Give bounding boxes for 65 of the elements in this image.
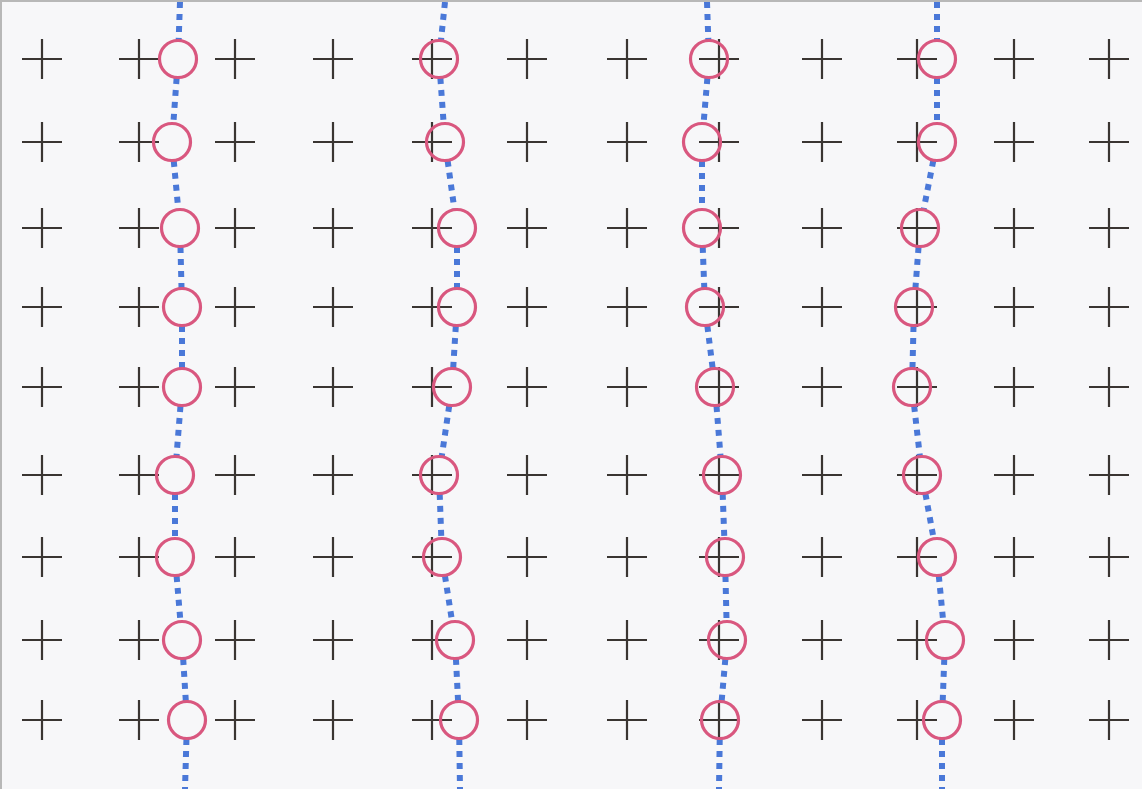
dotted-line [175, 2, 183, 41]
circle-marker [421, 536, 463, 578]
dotted-line [934, 78, 940, 123]
circle-marker [434, 619, 476, 661]
circle-marker [684, 286, 726, 328]
dotted-line [939, 739, 945, 789]
circle-marker [424, 121, 466, 163]
circle-marker [436, 207, 478, 249]
circle-marker [161, 366, 203, 408]
dotted-line [456, 738, 463, 789]
circle-marker [893, 286, 935, 328]
circle-marker [151, 121, 193, 163]
dotted-line [713, 405, 724, 457]
circle-marker [924, 619, 966, 661]
dotted-line [173, 405, 184, 457]
dotted-line [436, 493, 445, 539]
circle-marker [704, 536, 746, 578]
circle-marker [706, 619, 748, 661]
dotted-line [438, 405, 453, 457]
dotted-line [180, 658, 189, 702]
circle-marker [916, 536, 958, 578]
dotted-line [909, 325, 917, 369]
circle-marker [921, 699, 963, 741]
circle-marker [891, 366, 933, 408]
circle-marker [154, 454, 196, 496]
dotted-line [719, 493, 728, 539]
circle-marker [161, 286, 203, 328]
circle-marker [916, 38, 958, 80]
circle-marker [681, 207, 723, 249]
dotted-line [911, 405, 923, 457]
dotted-line [454, 247, 460, 288]
dotted-line [182, 738, 190, 789]
circle-marker [157, 38, 199, 80]
circle-marker [161, 619, 203, 661]
circle-marker [418, 454, 460, 496]
circle-marker [681, 121, 723, 163]
dotted-line [716, 738, 723, 789]
circle-marker [159, 207, 201, 249]
circle-marker [899, 207, 941, 249]
dotted-line [450, 325, 459, 369]
dotted-line [179, 326, 185, 368]
dotted-line [699, 246, 708, 289]
dotted-line [704, 2, 712, 41]
circle-marker [699, 699, 741, 741]
circle-marker [438, 699, 480, 741]
circle-marker [436, 286, 478, 328]
dotted-line [939, 658, 948, 702]
circle-marker [431, 366, 473, 408]
dotted-line [177, 246, 185, 289]
dotted-line [704, 325, 716, 369]
circle-marker [916, 121, 958, 163]
circle-marker [418, 38, 460, 80]
circle-marker [901, 454, 943, 496]
circle-marker [701, 454, 743, 496]
dotted-line [912, 246, 922, 289]
dotted-line [920, 160, 937, 210]
dotted-line [438, 2, 448, 41]
circle-marker [688, 38, 730, 80]
circle-marker [694, 366, 736, 408]
dotted-line [172, 494, 178, 538]
dotted-line [452, 658, 462, 702]
dotted-line [934, 2, 940, 40]
circle-marker [154, 536, 196, 578]
dotted-line [718, 658, 729, 702]
circle-marker [166, 699, 208, 741]
